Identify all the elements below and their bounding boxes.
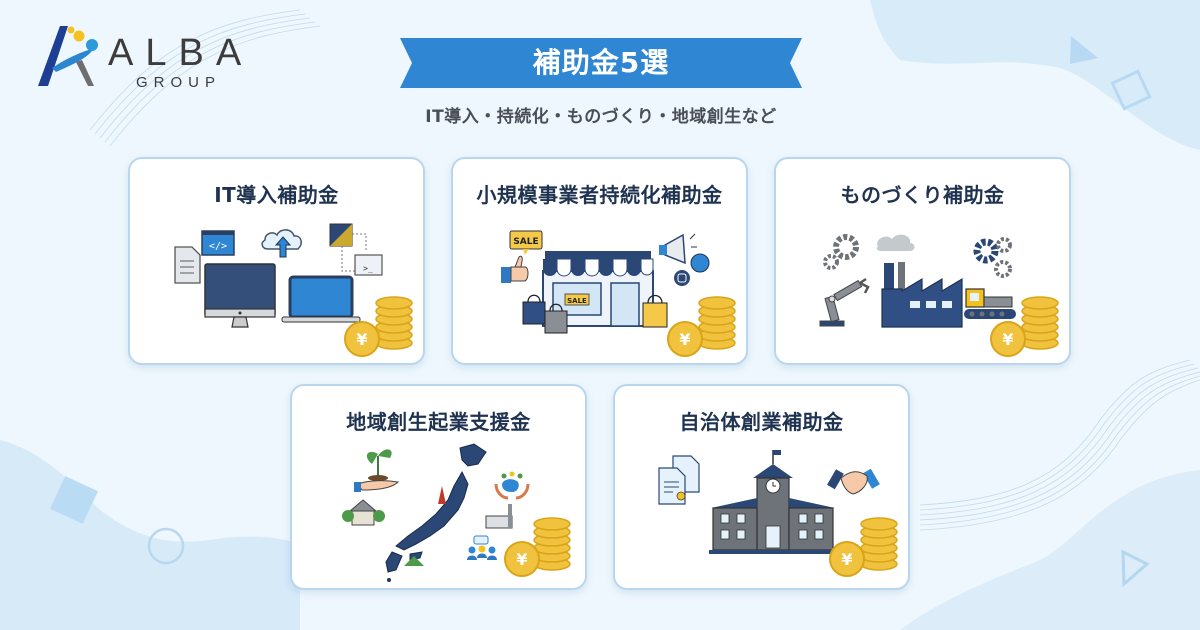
sale-bubble-icon: SALE xyxy=(509,230,543,255)
shopping-bag-icon xyxy=(522,294,668,334)
people-icon xyxy=(467,535,497,560)
code-window-icon: </> xyxy=(201,230,235,256)
terminal-icon: >_ xyxy=(329,223,383,276)
sprout-hand-icon xyxy=(354,449,400,492)
city-hall-icon xyxy=(709,450,837,554)
card-title: IT導入補助金 xyxy=(214,183,339,207)
document-icon xyxy=(174,246,201,284)
certificate-icon xyxy=(658,455,700,505)
svg-text:SALE: SALE xyxy=(567,297,587,305)
card-municipal-startup-subsidy[interactable]: 自治体創業補助金 xyxy=(613,384,910,590)
factory-icon xyxy=(485,504,513,529)
mountain-icon xyxy=(404,556,424,566)
yen-coins-icon: ¥ xyxy=(990,296,1059,357)
thumbs-up-icon xyxy=(501,255,529,283)
card-title: ものづくり補助金 xyxy=(840,183,1005,207)
instagram-icon xyxy=(674,270,690,286)
card-title: 小規模事業者持続化補助金 xyxy=(476,183,723,207)
yen-coins-icon: ¥ xyxy=(344,296,413,357)
alba-logo-mark-icon xyxy=(38,26,98,86)
ribbon-shape xyxy=(400,38,802,88)
handshake-icon xyxy=(827,468,880,495)
gear-icon xyxy=(823,234,1012,278)
card-manufacturing-subsidy[interactable]: ものづくり補助金 xyxy=(774,157,1071,365)
alba-group-logo[interactable]: ALBA GROUP xyxy=(36,24,256,94)
excavator-icon xyxy=(964,288,1016,319)
page-subtitle: IT導入・持続化・ものづくり・地域創生など xyxy=(425,107,777,127)
triangle-decoration xyxy=(1070,36,1098,64)
svg-text:¥: ¥ xyxy=(1002,330,1013,349)
card-small-business-subsidy[interactable]: 小規模事業者持続化補助金 SALE xyxy=(451,157,748,365)
svg-text:</>: </> xyxy=(209,241,227,252)
svg-text:¥: ¥ xyxy=(516,550,527,569)
community-icon xyxy=(494,471,530,500)
twitter-icon xyxy=(690,253,710,273)
japan-map-icon xyxy=(385,443,487,582)
title-banner: 補助金5選 xyxy=(400,38,802,88)
megaphone-icon xyxy=(659,233,697,265)
robot-arm-icon xyxy=(819,277,870,327)
card-regional-startup-grant[interactable]: 地域創生起業支援金 xyxy=(290,384,587,590)
logo-wordmark: ALBA xyxy=(108,32,254,74)
yen-coins-icon: ¥ xyxy=(504,517,571,577)
svg-text:SALE: SALE xyxy=(513,237,538,247)
page-title: 補助金5選 xyxy=(532,46,670,79)
card-title: 地域創生起業支援金 xyxy=(346,410,531,434)
svg-text:¥: ¥ xyxy=(841,550,852,569)
laptop-icon xyxy=(281,275,361,323)
logo-subtitle: GROUP xyxy=(136,74,222,91)
card-it-subsidy[interactable]: IT導入補助金 </> xyxy=(128,157,425,365)
svg-text:¥: ¥ xyxy=(679,330,690,349)
yen-coins-icon: ¥ xyxy=(667,296,736,357)
cloud-upload-icon xyxy=(261,229,302,258)
svg-text:>_: >_ xyxy=(363,264,373,273)
tower-icon xyxy=(438,486,446,504)
svg-text:¥: ¥ xyxy=(356,330,367,349)
card-title: 自治体創業補助金 xyxy=(679,410,844,434)
factory-icon xyxy=(876,234,963,328)
yen-coins-icon: ¥ xyxy=(829,517,898,577)
monitor-icon xyxy=(204,263,276,328)
house-icon xyxy=(342,499,385,526)
